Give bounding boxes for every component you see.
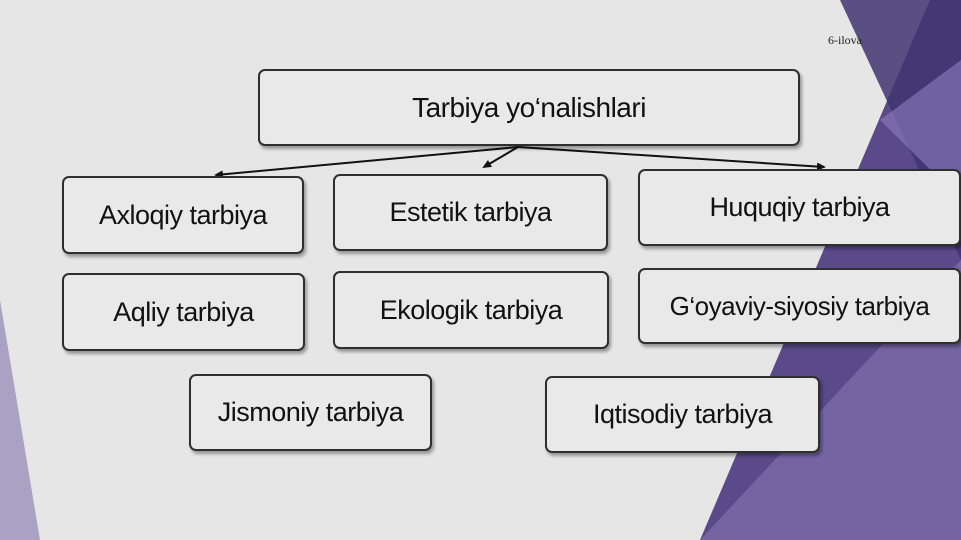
node-iqtisodiy: Iqtisodiy tarbiya xyxy=(545,376,820,453)
node-jismoniy: Jismoniy tarbiya xyxy=(189,374,432,451)
root-node: Tarbiya yo‘nalishlari xyxy=(258,69,800,146)
node-huquqiy: Huquqiy tarbiya xyxy=(638,169,961,246)
node-label: Ekologik tarbiya xyxy=(379,294,563,325)
node-label: Axloqiy tarbiya xyxy=(98,199,268,230)
node-axloqiy: Axloqiy tarbiya xyxy=(62,176,304,254)
node-estetik: Estetik tarbiya xyxy=(333,174,608,251)
node-label: Iqtisodiy tarbiya xyxy=(592,399,773,429)
node-label: Estetik tarbiya xyxy=(389,197,552,227)
annex-label: 6-ilova xyxy=(828,33,862,47)
node-label: Aqliy tarbiya xyxy=(113,296,254,327)
root-node-label: Tarbiya yo‘nalishlari xyxy=(412,91,646,123)
node-label: Huquqiy tarbiya xyxy=(709,192,890,222)
node-ekologik: Ekologik tarbiya xyxy=(333,271,609,349)
node-goyaviy-siyosiy: G‘oyaviy-siyosiy tarbiya xyxy=(638,268,961,344)
node-aqliy: Aqliy tarbiya xyxy=(62,273,305,351)
node-label: G‘oyaviy-siyosiy tarbiya xyxy=(669,290,930,321)
node-label: Jismoniy tarbiya xyxy=(217,397,404,427)
